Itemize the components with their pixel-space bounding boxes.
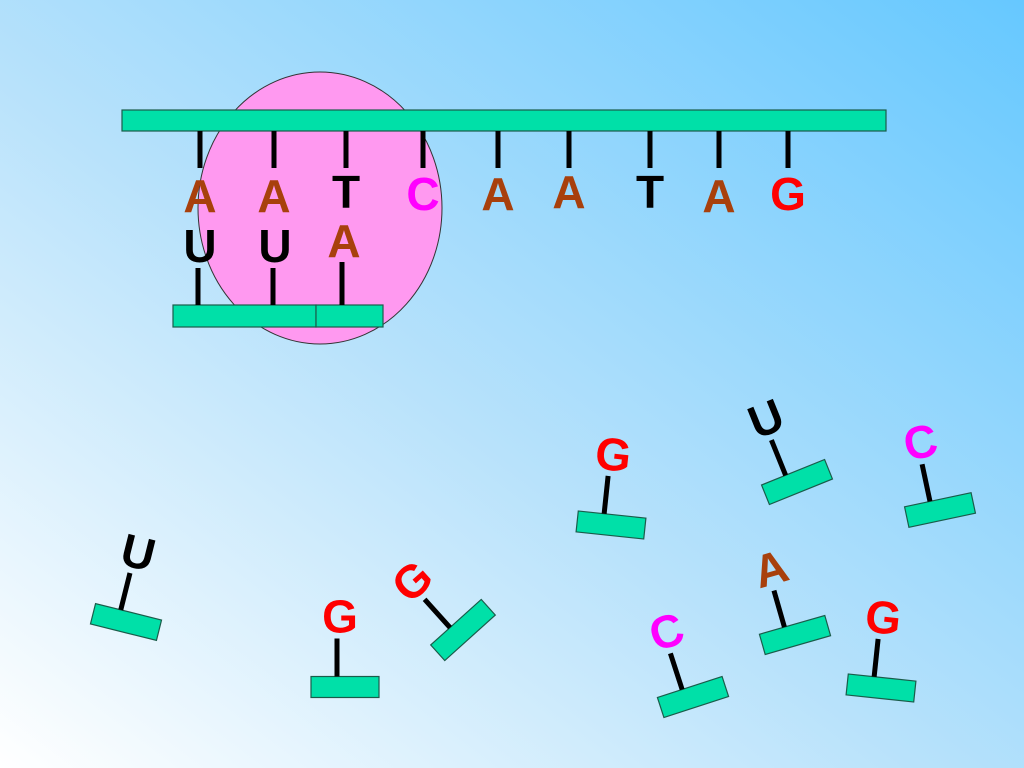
free-nucleotide: G <box>845 590 917 703</box>
rna-base-letter: A <box>327 215 360 267</box>
nucleotide-backbone-block <box>758 614 832 656</box>
dna-template-backbone <box>121 109 887 132</box>
rna-backbone-segment <box>315 304 384 328</box>
nucleotide-backbone-block <box>845 673 917 703</box>
template-base-letter: A <box>481 168 514 220</box>
nucleotide-base-letter: C <box>899 413 942 471</box>
template-base-letter: G <box>770 168 806 220</box>
nucleotide-base-letter: G <box>322 591 358 643</box>
nucleotide-backbone-block <box>89 602 163 642</box>
nucleotide-backbone-block <box>429 598 497 662</box>
rna-base-letter: U <box>183 220 216 272</box>
free-nucleotide: G <box>575 427 647 540</box>
nucleotide-stem <box>771 589 787 628</box>
nucleotide-stem <box>118 572 133 611</box>
nucleotide-base-letter: U <box>116 523 161 581</box>
template-base-letter: A <box>702 170 735 222</box>
nucleotide-backbone-block <box>310 675 380 699</box>
nucleotide-base-letter: C <box>643 602 691 662</box>
nucleotide-base-letter: A <box>748 539 794 598</box>
nucleotide-backbone-block <box>903 491 977 529</box>
nucleotide-stem <box>769 439 788 477</box>
template-base-letter: A <box>183 170 216 222</box>
nucleotide-backbone-block <box>656 675 730 719</box>
free-nucleotide: C <box>899 413 977 529</box>
nucleotide-stem <box>422 597 452 630</box>
free-nucleotide: A <box>748 539 832 656</box>
nucleotide-backbone-block <box>760 458 834 506</box>
free-nucleotide: G <box>310 591 380 699</box>
rna-backbone-segment <box>172 304 317 328</box>
template-base-letter: C <box>406 168 439 220</box>
nucleotide-base-letter: G <box>381 550 442 613</box>
free-nucleotide: G <box>381 550 497 662</box>
nucleotide-stem <box>919 463 933 502</box>
rna-polymerase-ellipse <box>197 71 443 345</box>
free-nucleotide: C <box>643 602 730 719</box>
free-nucleotide: U <box>89 523 163 642</box>
template-base-letter: A <box>552 166 585 218</box>
nucleotide-base-letter: G <box>863 590 904 645</box>
nucleotide-base-letter: G <box>593 427 634 482</box>
nucleotide-stem <box>601 475 611 514</box>
nucleotide-base-letter: U <box>741 388 791 449</box>
template-base-letter: T <box>332 166 360 218</box>
nucleotide-backbone-block <box>575 510 647 540</box>
template-base-letter: A <box>257 170 290 222</box>
nucleotide-stem <box>668 652 685 691</box>
rna-base-letter: U <box>258 220 291 272</box>
nucleotide-stem <box>871 638 881 677</box>
free-nucleotide: U <box>741 388 834 506</box>
template-base-letter: T <box>636 166 664 218</box>
